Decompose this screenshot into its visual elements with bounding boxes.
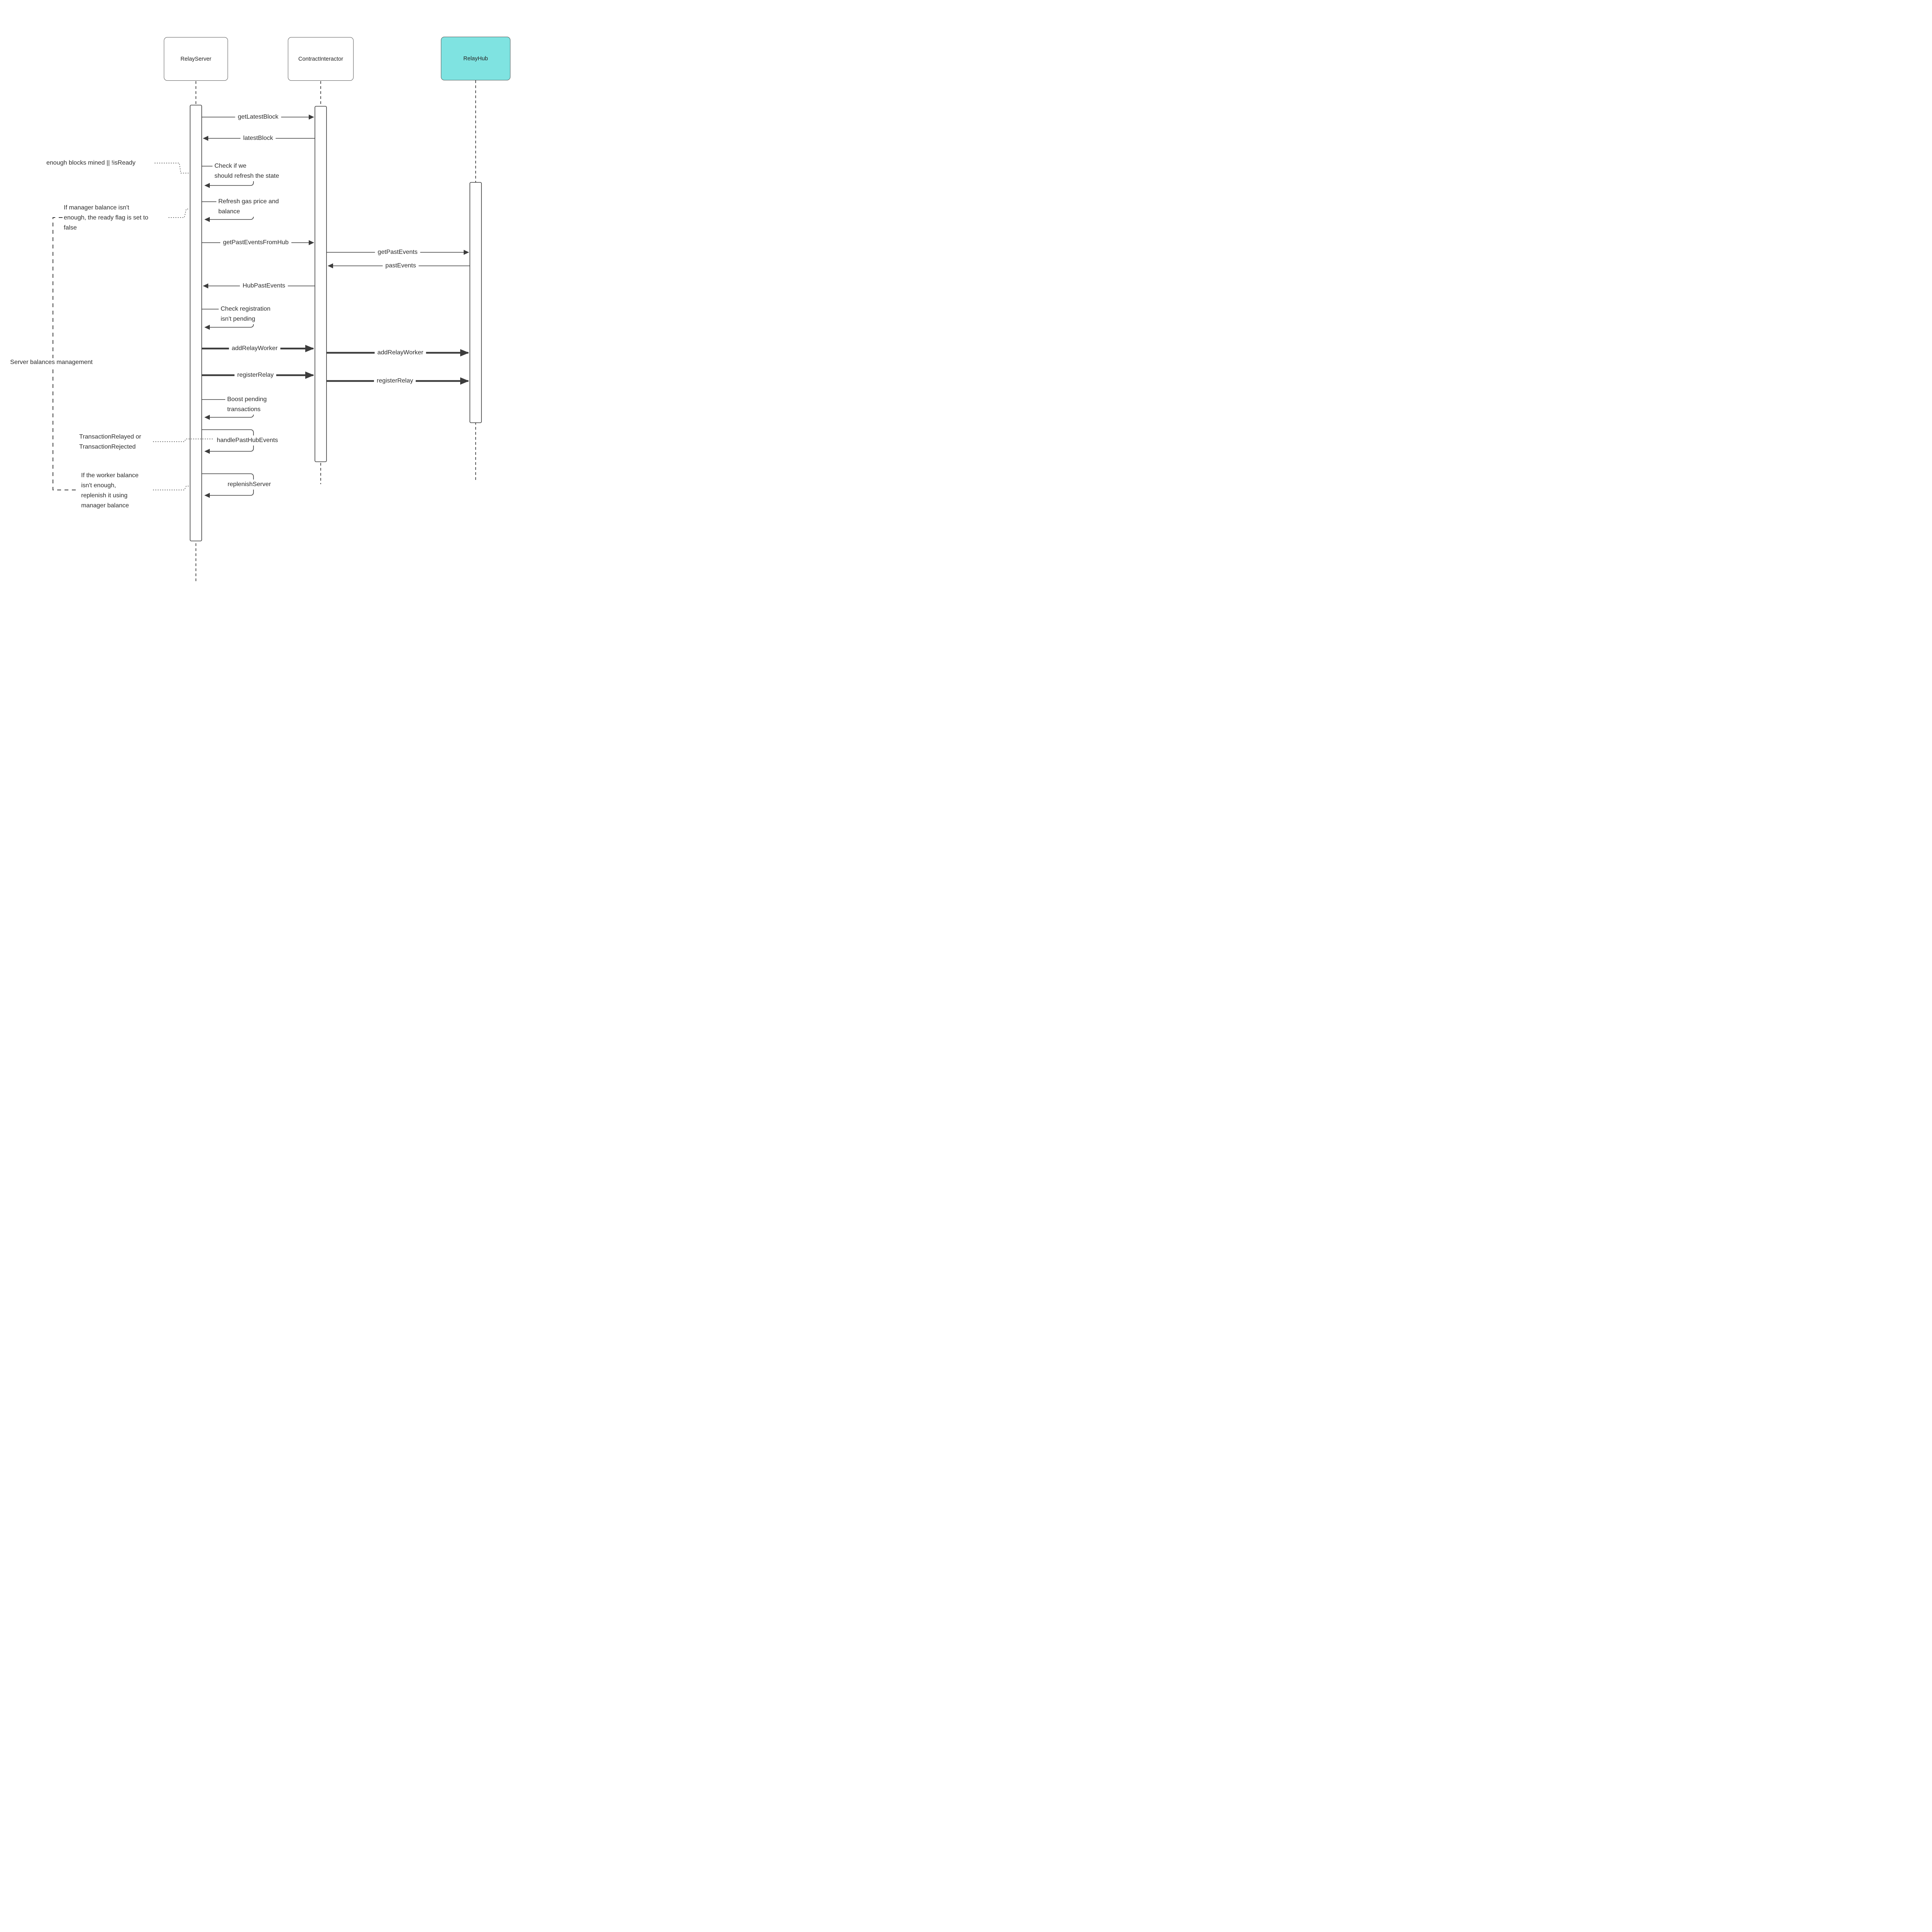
connector-enough-blocks	[155, 163, 189, 173]
annotation-manager-balance: If manager balance isn't enough, the rea…	[64, 204, 148, 231]
selfcall-label-replenishserver: replenishServer	[226, 480, 273, 490]
message-label-addrelayworker-2: addRelayWorker	[374, 349, 426, 356]
message-label-registerrelay-2: registerRelay	[374, 378, 416, 384]
activation-bar-relayserver	[190, 105, 202, 541]
annotation-transactionrelayed: TransactionRelayed or TransactionRejecte…	[79, 434, 141, 450]
annotation-worker-balance: If the worker balance isn't enough, repl…	[81, 472, 139, 509]
actor-box-contractinteractor: ContractInteractor	[288, 37, 354, 81]
bracket-server-balances	[53, 217, 77, 490]
activation-bar-contractinteractor	[315, 106, 327, 462]
connector-manager-balance	[168, 209, 189, 218]
selfcall-label-check-registration: Check registration isn't pending	[219, 304, 272, 324]
sequence-diagram-canvas: RelayServer ContractInteractor RelayHub …	[0, 0, 591, 611]
actor-label-relayserver: RelayServer	[180, 56, 211, 62]
selfcall-label-handlepasthubevents: handlePastHubEvents	[215, 435, 280, 446]
message-label-registerrelay-1: registerRelay	[234, 372, 277, 379]
actor-label-contractinteractor: ContractInteractor	[298, 56, 344, 62]
message-label-latestblock: latestBlock	[240, 135, 276, 142]
message-label-hubpastevents: HubPastEvents	[240, 282, 288, 289]
activation-bar-relayhub	[469, 182, 482, 423]
bracket-label-server-balances: Server balances management	[8, 358, 95, 367]
actor-box-relayhub: RelayHub	[441, 37, 510, 80]
actor-box-relayserver: RelayServer	[164, 37, 228, 81]
selfcall-label-check-refresh: Check if we should refresh the state	[213, 161, 281, 181]
annotation-enough-blocks: enough blocks mined || !isReady	[46, 160, 136, 166]
selfcall-label-boost-pending: Boost pending transactions	[225, 395, 269, 415]
message-label-getpasteventsfromhub: getPastEventsFromHub	[220, 239, 291, 246]
message-label-pastevents: pastEvents	[383, 262, 419, 269]
diagram-graphics-layer	[53, 80, 482, 582]
selfcall-label-refresh-gas: Refresh gas price and balance	[216, 197, 281, 217]
message-label-addrelayworker-1: addRelayWorker	[229, 345, 281, 352]
message-label-getlatestblock: getLatestBlock	[235, 114, 281, 121]
actor-label-relayhub: RelayHub	[463, 55, 488, 62]
connector-transactionrelayed	[153, 439, 213, 442]
connector-worker-balance	[153, 486, 189, 490]
message-label-getpastevents: getPastEvents	[375, 249, 420, 256]
